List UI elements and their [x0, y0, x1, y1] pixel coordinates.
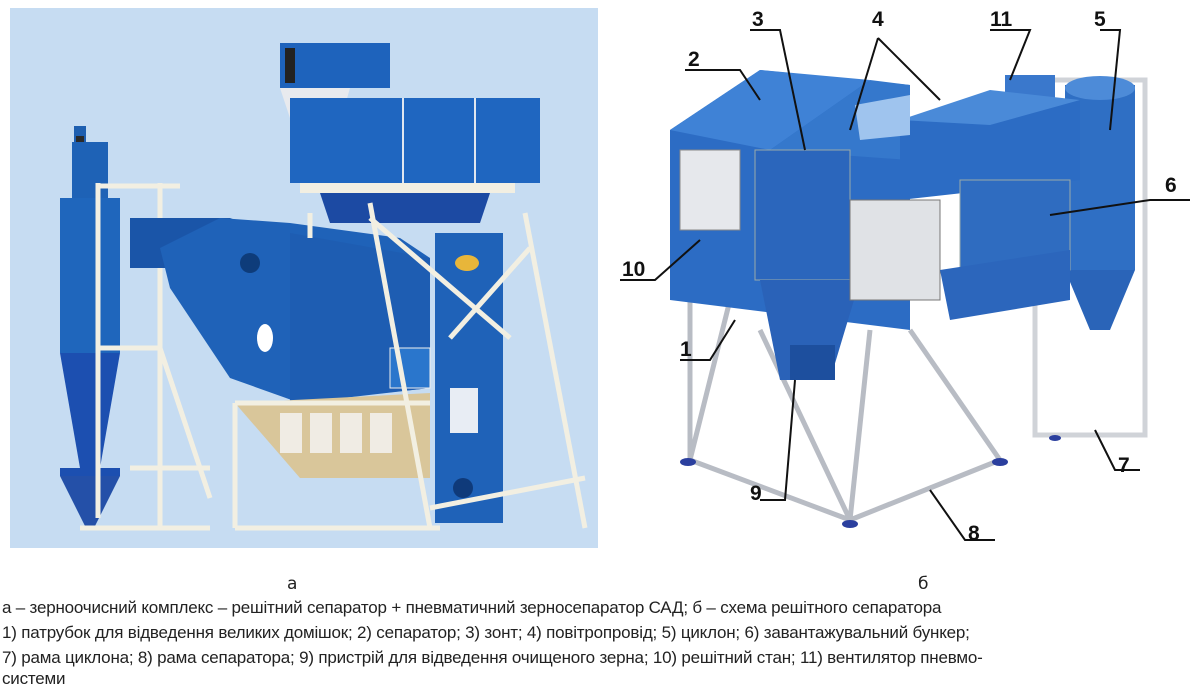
control-cabinet [435, 233, 503, 523]
cyclone [60, 126, 120, 528]
separator-schematic-body [670, 70, 1080, 380]
callout-4: 4 [872, 8, 884, 31]
separator-body [160, 218, 430, 403]
panel-b-label: б [918, 574, 929, 594]
callout-11: 11 [990, 8, 1013, 31]
caption-line-2: 1) патрубок для відведення великих доміш… [2, 623, 970, 642]
photo-grain-cleaning-complex [10, 8, 598, 548]
caption-line-1: а – зерноочисний комплекс – решітний сеп… [2, 598, 942, 617]
callout-leaders [620, 29, 1190, 541]
callout-9: 9 [750, 482, 762, 505]
callout-5: 5 [1094, 8, 1106, 31]
caption-line-4: системи [2, 669, 66, 688]
separator-schematic: 1 2 3 4 5 6 7 8 9 10 11 [620, 8, 1190, 545]
callout-8: 8 [968, 522, 980, 545]
callout-1: 1 [680, 338, 692, 361]
separator-frame [232, 202, 588, 531]
callout-6: 6 [1165, 174, 1177, 197]
cyclone-frame [80, 183, 213, 531]
callout-7: 7 [1118, 454, 1130, 477]
caption-line-3: 7) рама циклона; 8) рама сепаратора; 9) … [2, 648, 983, 667]
callout-10: 10 [622, 258, 645, 281]
callout-numbers: 1 2 3 4 5 6 7 8 9 10 11 [622, 8, 1177, 545]
grain-outlets [235, 393, 430, 478]
callout-3: 3 [752, 8, 764, 31]
panel-a-label: а [287, 574, 298, 594]
callout-2: 2 [688, 48, 700, 71]
feet [680, 435, 1061, 528]
pneumatic-separator [280, 43, 540, 223]
